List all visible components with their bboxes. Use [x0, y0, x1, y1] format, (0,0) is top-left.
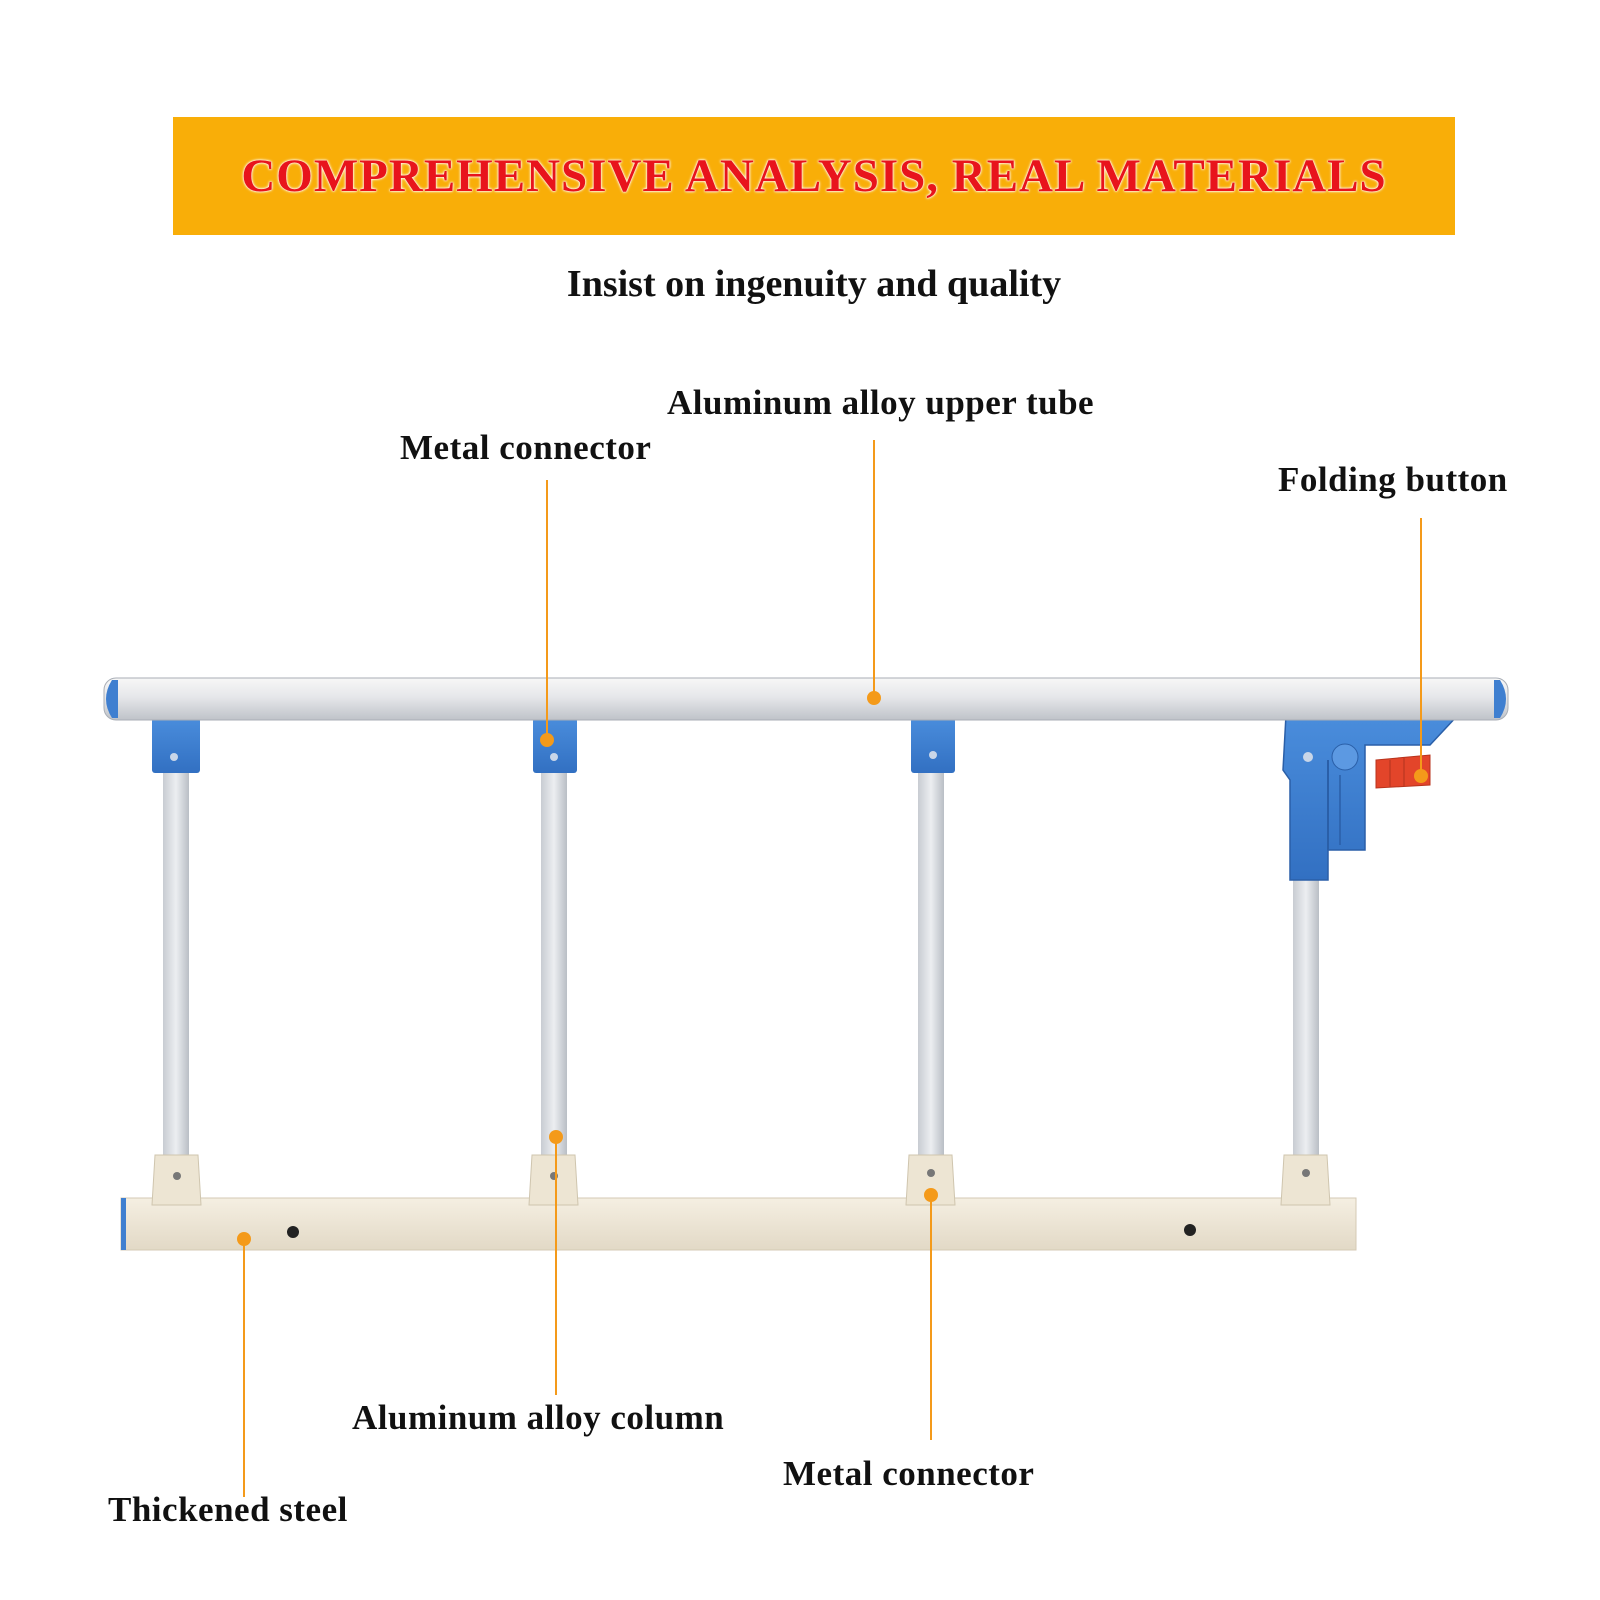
label-column: Aluminum alloy column [352, 1398, 725, 1437]
folding-mechanism [1282, 714, 1460, 881]
label-metal-connector-top: Metal connector [400, 428, 652, 467]
leader-metal-connector-top [540, 480, 554, 747]
column-2 [541, 755, 567, 1165]
bottom-connector-4 [1280, 1154, 1331, 1206]
column-4 [1293, 870, 1319, 1165]
bottom-connector-2 [528, 1154, 579, 1206]
top-connector-2 [533, 718, 577, 773]
leader-thickened-steel [237, 1232, 251, 1497]
base-bar [120, 1197, 1357, 1251]
subtitle: Insist on ingenuity and quality [566, 263, 1062, 305]
leader-upper-tube [867, 440, 881, 705]
column-1 [163, 755, 189, 1165]
upper-tube [103, 677, 1509, 721]
title-banner: COMPREHENSIVE ANALYSIS, REAL MATERIALS [173, 117, 1455, 235]
top-connector-1 [152, 718, 200, 773]
label-thickened-steel: Thickened steel [108, 1490, 348, 1529]
leader-metal-connector-bottom [924, 1188, 938, 1440]
leader-column [549, 1130, 563, 1395]
label-upper-tube: Aluminum alloy upper tube [667, 383, 1095, 422]
label-folding-button: Folding button [1278, 460, 1508, 499]
leader-folding-button [1414, 518, 1428, 783]
column-3 [918, 755, 944, 1165]
top-connector-3 [911, 718, 955, 773]
banner-title: COMPREHENSIVE ANALYSIS, REAL MATERIALS [241, 150, 1387, 202]
bottom-connector-3 [905, 1154, 956, 1206]
bottom-connector-1 [151, 1154, 202, 1206]
label-metal-connector-bottom: Metal connector [783, 1454, 1035, 1493]
